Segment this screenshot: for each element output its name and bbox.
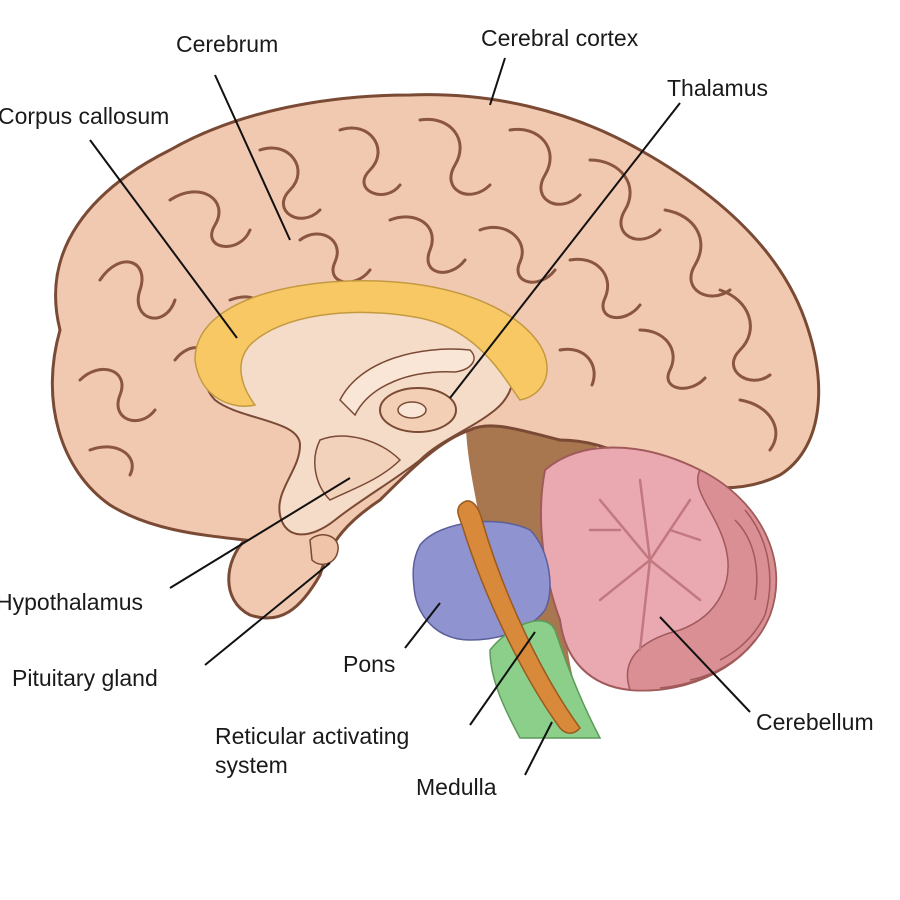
label-cerebellum: Cerebellum [756,709,874,735]
leader-hypothalamus [169,477,351,589]
reticular-activating-system-shape [457,500,581,734]
leader-pons [404,602,441,649]
label-medulla: Medulla [416,774,497,800]
leader-thalamus [449,102,681,399]
label-cerebral-cortex: Cerebral cortex [481,25,639,51]
leader-cerebellum [659,616,751,713]
fornix-shape [339,348,475,417]
label-pituitary-gland: Pituitary gland [12,665,158,691]
label-corpus-callosum: Corpus callosum [0,103,169,129]
label-pons: Pons [343,651,395,677]
leader-corpus-callosum [89,139,238,339]
leader-reticular [469,631,536,726]
leader-cerebrum [214,74,291,241]
leader-cerebral-cortex [489,57,506,106]
labels: Cerebrum Cerebral cortex Corpus callosum… [0,25,874,800]
leader-medulla [524,721,553,776]
label-thalamus: Thalamus [667,75,768,101]
label-reticular-line1: Reticular activating [215,723,409,749]
cortex-sulci [78,117,778,477]
cerebellum-arbor [588,478,702,652]
leader-pituitary-gland [204,562,331,666]
corpus-callosum-shape [194,280,548,407]
cerebellum-ridges [659,509,771,689]
pituitary-gland-shape [309,534,339,566]
label-hypothalamus: Hypothalamus [0,589,143,615]
hypothalamus-shape [314,435,402,501]
label-reticular-line2: system [215,752,288,778]
leader-lines [89,57,751,776]
label-cerebrum: Cerebrum [176,31,278,57]
thalamus-inner [397,401,427,419]
